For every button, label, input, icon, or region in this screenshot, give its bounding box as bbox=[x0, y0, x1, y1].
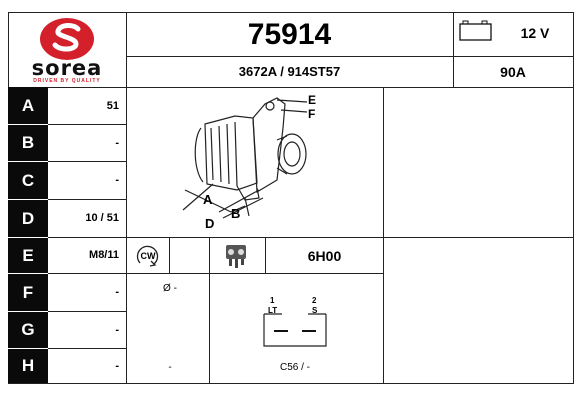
row-label-d: D bbox=[8, 199, 48, 237]
sorea-logo-icon bbox=[40, 18, 94, 60]
row-label-g: G bbox=[8, 311, 48, 348]
alternator-diagram: A B D E F bbox=[127, 88, 383, 237]
diagram-label-f: F bbox=[308, 107, 315, 121]
regulator-code: 6H00 bbox=[307, 248, 342, 264]
brand-logo: sorea DRIVEN BY QUALITY bbox=[8, 12, 126, 87]
rotation-cw-icon bbox=[134, 243, 162, 269]
row-label-e: E bbox=[8, 237, 48, 273]
connector-pin2-name: S bbox=[312, 306, 318, 315]
voltage: 12 V bbox=[520, 25, 550, 41]
row-label-f: F bbox=[8, 273, 48, 311]
brand-name: sorea bbox=[31, 56, 103, 80]
row-value-h: - bbox=[115, 359, 119, 372]
row-value-c: - bbox=[115, 174, 119, 186]
connector-diagram: 1 2 LT S bbox=[260, 292, 330, 348]
rotation-direction: CW bbox=[140, 251, 156, 261]
row-label-h: H bbox=[8, 348, 48, 383]
diagram-label-e: E bbox=[308, 93, 316, 107]
connector-pin1-name: LT bbox=[268, 306, 278, 315]
part-number: 75914 bbox=[247, 18, 332, 51]
regulator-icon bbox=[220, 241, 252, 271]
row-value-d: 10 / 51 bbox=[85, 212, 119, 224]
row-value-a: 51 bbox=[106, 99, 119, 112]
connector-pin1-number: 1 bbox=[270, 296, 275, 305]
pulley-value: - bbox=[168, 362, 172, 373]
amperage: 90A bbox=[500, 64, 526, 80]
row-label-a: A bbox=[8, 87, 48, 124]
connector-pin2-number: 2 bbox=[312, 296, 317, 305]
row-value-g: - bbox=[115, 323, 119, 336]
battery-icon bbox=[459, 20, 493, 42]
diagram-label-a: A bbox=[203, 192, 213, 207]
connector-code: C56 / - bbox=[279, 362, 310, 373]
row-value-f: - bbox=[115, 286, 119, 298]
part-references: 3672A / 914ST57 bbox=[238, 64, 341, 79]
row-value-e: M8/11 bbox=[89, 249, 119, 261]
pulley-diameter: Ø - bbox=[163, 283, 177, 294]
brand-tagline: DRIVEN BY QUALITY bbox=[33, 78, 101, 84]
diagram-label-b: B bbox=[231, 206, 240, 221]
diagram-label-d: D bbox=[205, 216, 214, 231]
row-label-b: B bbox=[8, 124, 48, 161]
row-label-c: C bbox=[8, 161, 48, 199]
row-value-b: - bbox=[115, 136, 119, 149]
alternator-drawing: A B D E F bbox=[182, 93, 316, 231]
